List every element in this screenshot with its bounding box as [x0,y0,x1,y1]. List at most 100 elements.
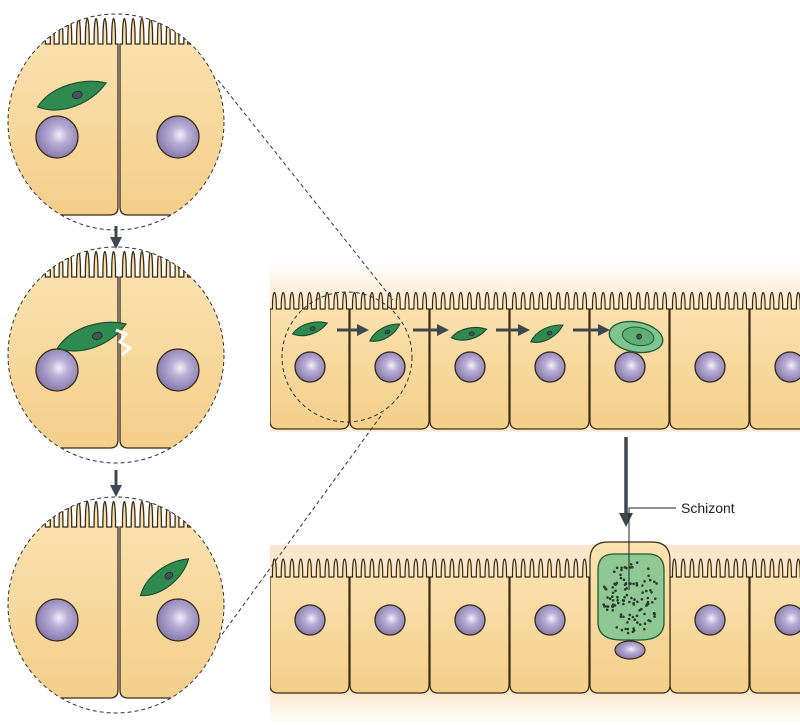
merozoite-dot [603,585,606,588]
nucleus-icon [157,349,199,391]
merozoite-dot [617,602,620,605]
zoom-circle-2 [4,247,234,463]
merozoite-dot [647,567,650,570]
merozoite-dot [644,622,647,625]
epithelium-row-top [270,293,800,430]
epithelial-cell [350,559,429,693]
nucleus-icon [157,116,199,158]
nucleus-icon [775,352,800,382]
nucleus-icon [775,605,800,635]
merozoite-dot [609,597,612,600]
merozoite-dot [632,616,635,619]
merozoite-dot [624,628,627,631]
nucleus-icon [157,599,199,641]
nucleus-icon [615,352,645,382]
merozoite-dot [616,567,619,570]
merozoite-dot [647,597,650,600]
merozoite-dot [647,601,650,604]
merozoite-dot [616,626,619,629]
epithelial-cell [590,293,669,430]
zoom-circle-3 [4,497,234,713]
epithelial-cell [750,293,800,430]
epithelial-cell [270,293,349,430]
merozoite-dot [627,628,630,631]
merozoite-dot [612,599,615,602]
merozoite-dot [624,588,627,591]
merozoite-dot [625,567,628,570]
nucleus-icon [295,352,325,382]
merozoite-dot [616,596,619,599]
merozoite-dot [649,589,652,592]
merozoite-dot [606,596,609,599]
nucleus-icon [455,352,485,382]
merozoite-dot [616,599,619,602]
epithelial-cell [750,559,800,693]
merozoite-dot [623,596,626,599]
merozoite-dot [620,613,623,616]
merozoite-dot [636,561,639,564]
merozoite-dot [623,599,626,602]
merozoite-dot [626,594,629,597]
epithelial-cell [510,293,589,430]
merozoite-dot [643,613,646,616]
nucleus-icon [535,352,565,382]
merozoite-dot [643,580,646,583]
merozoite-dot [613,570,616,573]
merozoite-dot [619,574,622,577]
merozoite-dot [651,601,654,604]
merozoite-dot [620,616,623,619]
merozoite-dot [620,577,623,580]
merozoite-dot [628,601,631,604]
nucleus-icon [695,352,725,382]
merozoite-dot [615,582,618,585]
merozoite-dot [629,582,632,585]
schizont-icon [590,542,670,693]
merozoite-dot [612,592,615,595]
merozoite-dot [612,586,615,589]
merozoite-dot [638,609,641,612]
nucleus-icon [455,605,485,635]
merozoite-dot [633,598,636,601]
merozoite-dot [622,616,625,619]
merozoite-dot [632,583,635,586]
zoom-circle-1 [4,14,234,230]
merozoite-dot [632,627,635,630]
merozoite-dot [612,609,615,612]
merozoite-dot [611,606,614,609]
nucleus-icon [36,116,78,158]
merozoite-dot [620,567,623,570]
epithelial-cell [270,559,349,693]
epithelial-cell [430,293,509,430]
nucleus-icon [615,641,645,659]
merozoite-dot [630,563,633,566]
merozoite-dot [626,621,629,624]
merozoite-dot [647,575,650,578]
merozoite-dot [614,604,617,607]
merozoite-dot [641,598,644,601]
merozoite-dot [635,582,638,585]
merozoite-dot [629,614,632,617]
merozoite-dot [641,584,644,587]
epithelial-cell [670,293,749,430]
merozoite-dot [627,632,630,635]
epithelial-cell [350,293,429,430]
merozoite-dot [655,582,658,585]
epithelial-cell [430,559,509,693]
merozoite-dot [636,615,639,618]
merozoite-dot [629,566,632,569]
band-bottom-fade [270,695,800,725]
merozoite-dot [643,628,646,631]
merozoite-dot [623,578,626,581]
nucleus-icon [375,352,405,382]
nucleus-icon [295,605,325,635]
merozoite-dot [649,620,652,623]
merozoite-dot [632,602,635,605]
merozoite-dot [611,595,614,598]
merozoite-dot [625,582,628,585]
merozoite-dot [628,618,631,621]
merozoite-dot [649,579,652,582]
nucleus-icon [535,605,565,635]
merozoite-dot [606,608,609,611]
merozoite-dot [653,581,656,584]
